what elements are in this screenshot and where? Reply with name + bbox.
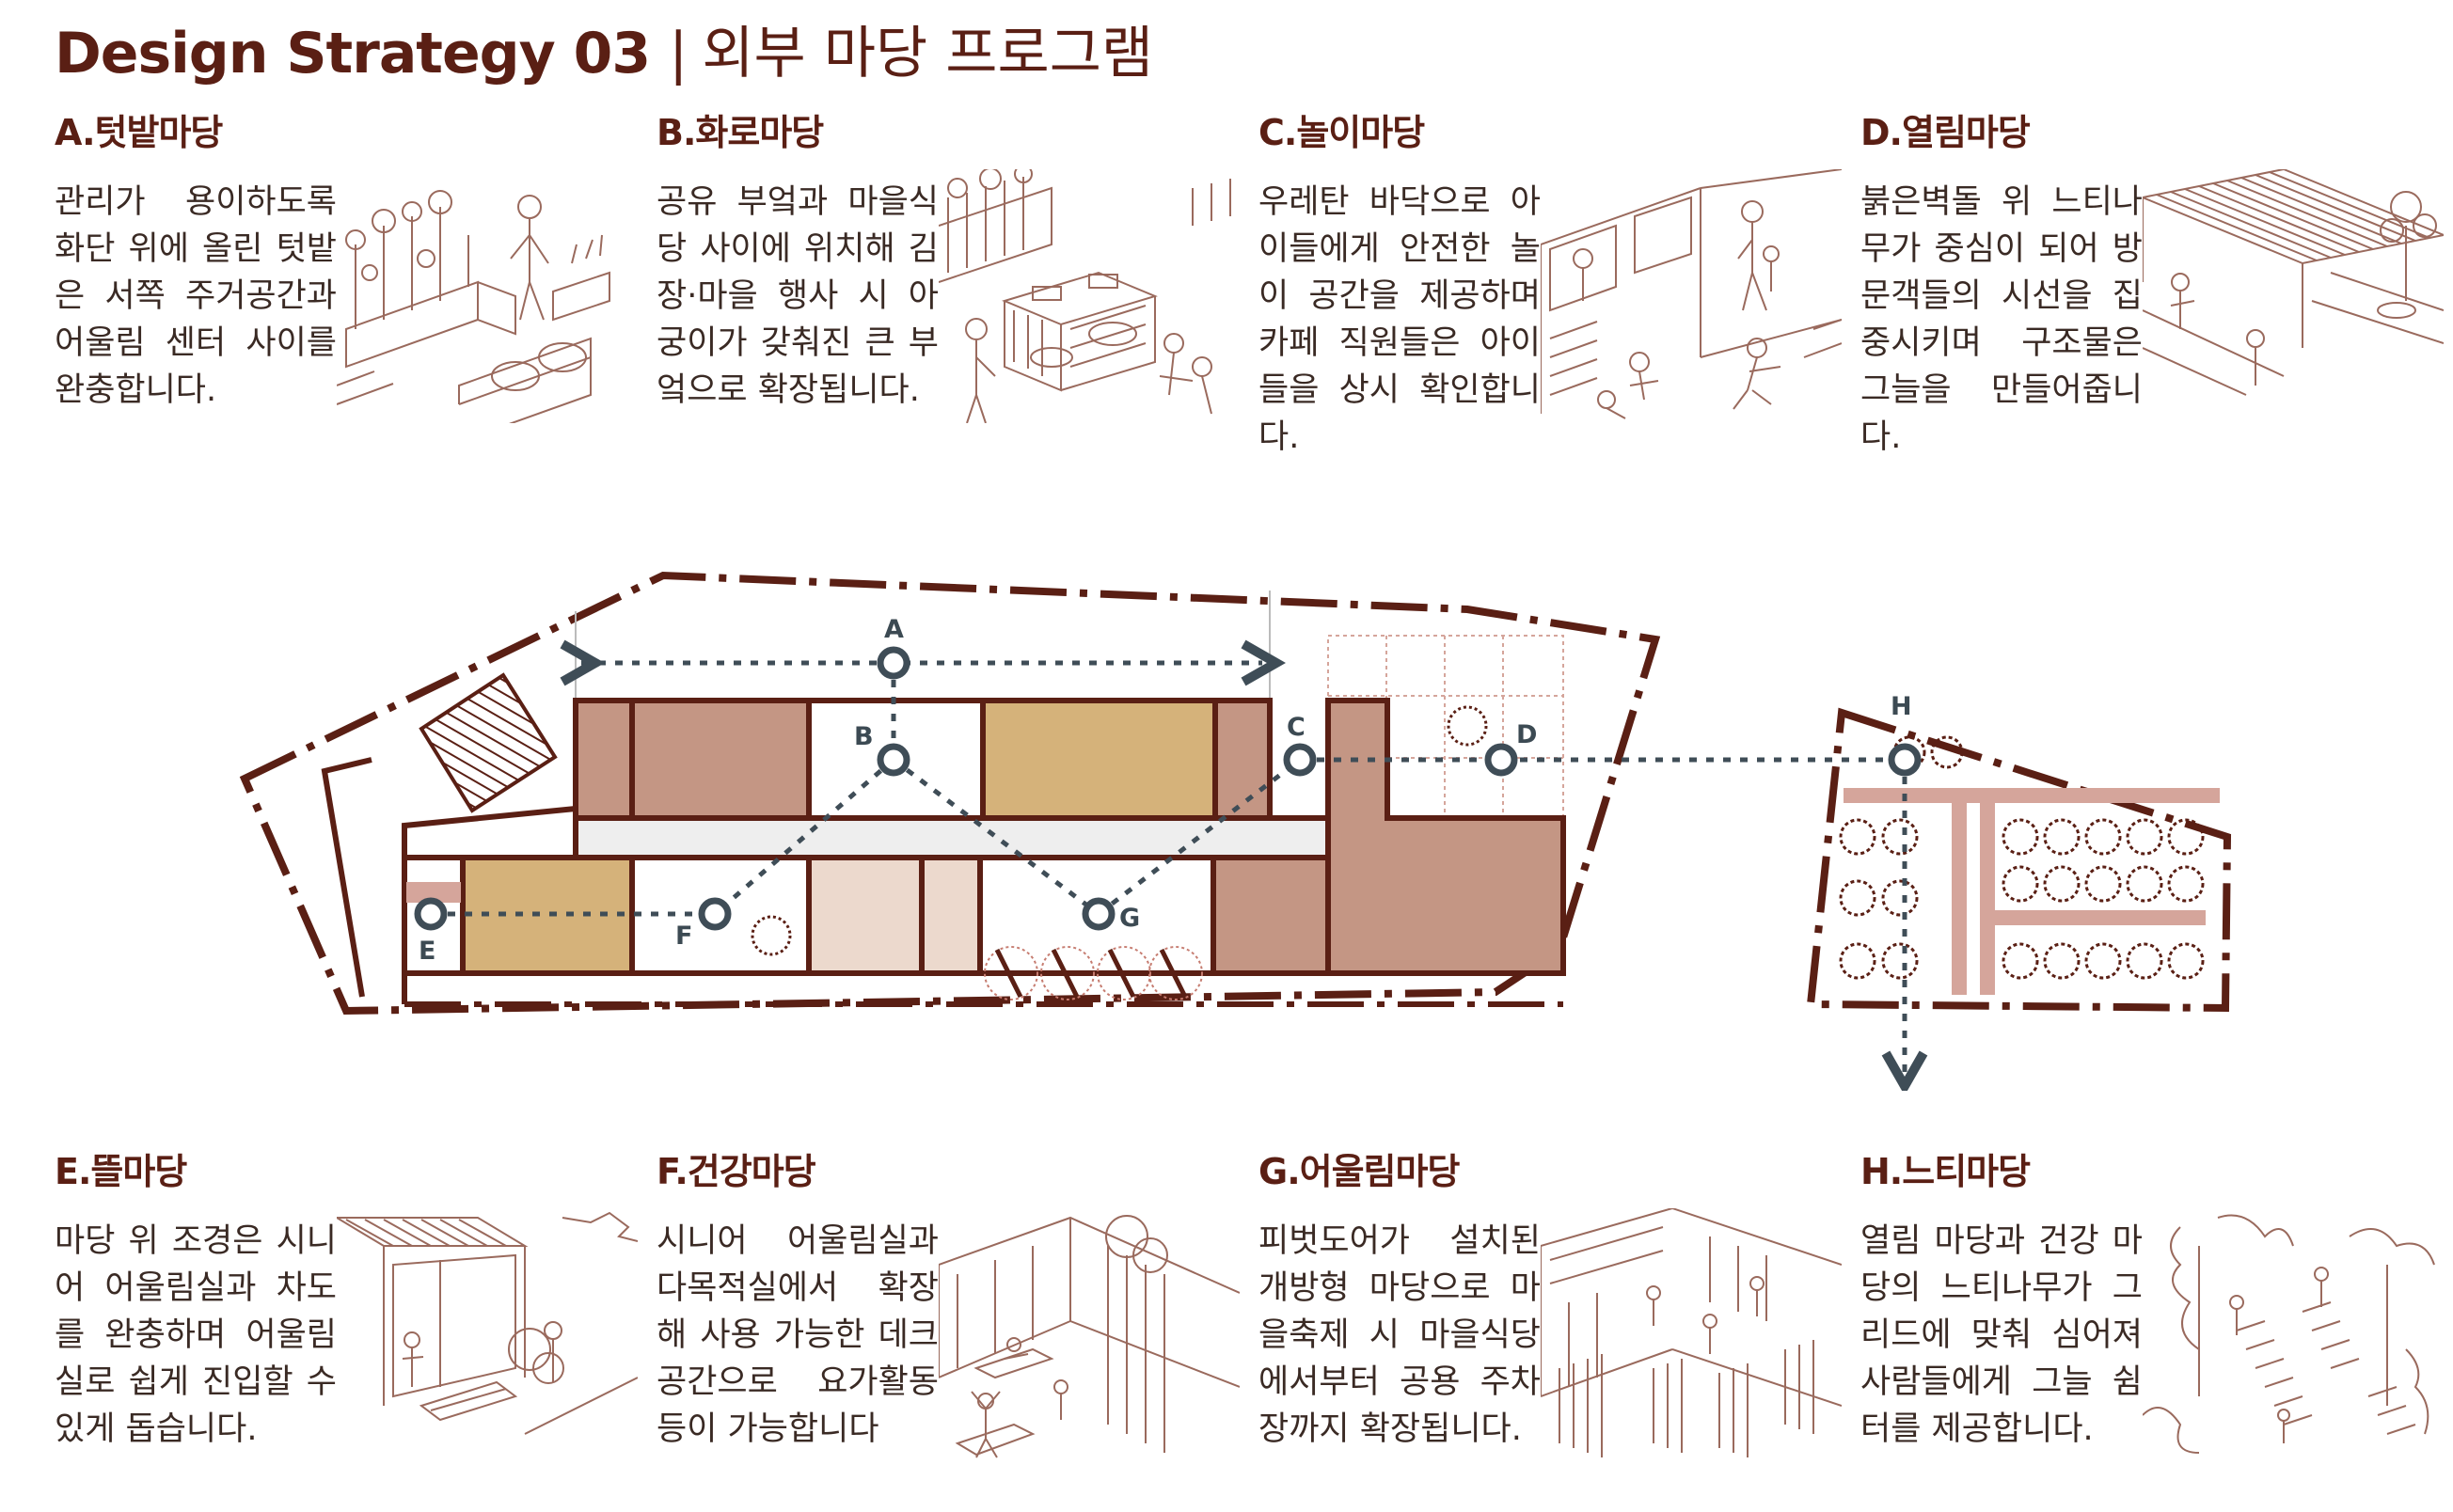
label-e: E (419, 937, 435, 966)
grove-trees (1839, 735, 2205, 980)
block-east-2 (1211, 855, 1331, 976)
node-b (877, 743, 910, 777)
grove-brick-paths (1844, 788, 2220, 995)
card-e: E.뜰마당 마당 위 조경은 시니어 어울림실과 차도를 완충하며 어울림실로 … (55, 1142, 657, 1453)
card-text: 공유 부엌과 마을식당 사이에 위치해 김장·마을 행사 시 아궁이가 갖춰진 … (657, 183, 939, 409)
card-b: B.화로마당 공유 부엌과 마을식당 사이에 위치해 김장·마을 행사 시 아궁… (657, 103, 1258, 423)
site-plan: A B C D E F G H (239, 571, 2232, 1091)
pivot-door-symbols (984, 946, 1203, 1000)
yoga-deck-sketch-icon (939, 1215, 1240, 1458)
playground-sketch-icon (1541, 169, 1842, 419)
node-c (1283, 743, 1317, 777)
pivot-door-sketch-icon (1541, 1208, 1842, 1457)
card-f: F.건강마당 시니어 어울림실과 다목적실에서 확장해 사용 가능한 데크 공간… (657, 1142, 1258, 1458)
card-title: C.놀이마당 (1258, 112, 1425, 153)
site-boundary-east (1806, 707, 2232, 1013)
label-a: A (884, 615, 904, 644)
hatched-block (419, 672, 558, 813)
label-f: F (675, 921, 692, 951)
kitchen-sketch-icon (939, 169, 1231, 423)
site-edge-left (321, 757, 372, 998)
card-text: 열림 마당과 건강 마당의 느티나무가 그리드에 맞춰 심어져 사람들에게 그늘… (1860, 1222, 2143, 1448)
label-d: D (1516, 720, 1537, 749)
node-f (698, 897, 732, 931)
node-e (414, 897, 448, 931)
card-title: F.건강마당 (657, 1151, 816, 1192)
site-boundary-main (239, 571, 1661, 1016)
yard-sketch-icon (337, 1211, 638, 1435)
card-title: D.열림마당 (1860, 112, 2031, 153)
card-title: B.화로마당 (657, 112, 824, 153)
node-a (877, 646, 910, 680)
pergola-sketch-icon (2143, 169, 2444, 396)
label-c: C (1287, 713, 1306, 742)
card-text: 마당 위 조경은 시니어 어울림실과 차도를 완충하며 어울림실로 쉽게 진입할… (55, 1222, 337, 1448)
title-sub: 외부 마당 프로그램 (702, 21, 1154, 87)
label-b: B (854, 722, 874, 751)
label-g: G (1119, 904, 1140, 933)
card-title: E.뜰마당 (55, 1151, 187, 1192)
card-d: D.열림마당 붉은벽돌 위 느티나무가 중심이 되어 방문객들의 시선을 집중시… (1860, 103, 2453, 456)
card-text: 우레탄 바닥으로 아이들에게 안전한 놀이 공간을 제공하며 카페 직원들은 아… (1258, 183, 1541, 456)
card-g: G.어울림마당 피벗도어가 설치된 개방형 마당으로 마을축제 시 마을식당에서… (1258, 1142, 1860, 1457)
garden-sketch-icon (337, 190, 610, 423)
circulation-paths (431, 663, 1905, 1072)
block-south-beige-2 (919, 855, 983, 976)
brick-strip-e (406, 882, 461, 903)
card-text: 시니어 어울림실과 다목적실에서 확장해 사용 가능한 데크 공간으로 요가활동… (657, 1222, 939, 1448)
card-text: 피벗도어가 설치된 개방형 마당으로 마을축제 시 마을식당에서부터 공용 주차… (1258, 1222, 1541, 1448)
card-text: 붉은벽돌 위 느티나무가 중심이 되어 방문객들의 시선을 집중시키며 구조물은… (1860, 183, 2143, 456)
card-text: 관리가 용이하도록 화단 위에 올린 텃밭은 서쪽 주거공간과 어울림 센터 사… (55, 183, 337, 409)
tree-symbols (751, 705, 1488, 956)
card-c: C.놀이마당 우레탄 바닥으로 아이들에게 안전한 놀이 공간을 제공하며 카페… (1258, 103, 1860, 456)
title-main: Design Strategy 03 (55, 21, 651, 87)
card-title: H.느티마당 (1860, 1151, 2031, 1192)
zelkova-grove-sketch-icon (2143, 1214, 2435, 1454)
block-north-2 (1212, 698, 1273, 821)
card-h: H.느티마당 열림 마당과 건강 마당의 느티나무가 그리드에 맞춰 심어져 사… (1860, 1142, 2453, 1454)
card-a: A.텃밭마당 관리가 용이하도록 화단 위에 올린 텃밭은 서쪽 주거공간과 어… (55, 103, 657, 423)
path-nodes (414, 646, 1922, 931)
node-h (1888, 743, 1922, 777)
card-title: A.텃밭마당 (55, 112, 223, 153)
block-north-tan (980, 698, 1221, 821)
page-title: Design Strategy 03 |외부 마당 프로그램 (55, 8, 1153, 89)
card-title: G.어울림마당 (1258, 1151, 1460, 1192)
block-north-1 (573, 698, 812, 821)
title-separator: | (669, 21, 688, 87)
corridor (573, 815, 1331, 860)
block-south-beige-1 (806, 855, 925, 976)
guide-lines (575, 591, 1271, 701)
node-g (1082, 897, 1116, 931)
label-h: H (1891, 692, 1912, 721)
node-d (1484, 743, 1518, 777)
